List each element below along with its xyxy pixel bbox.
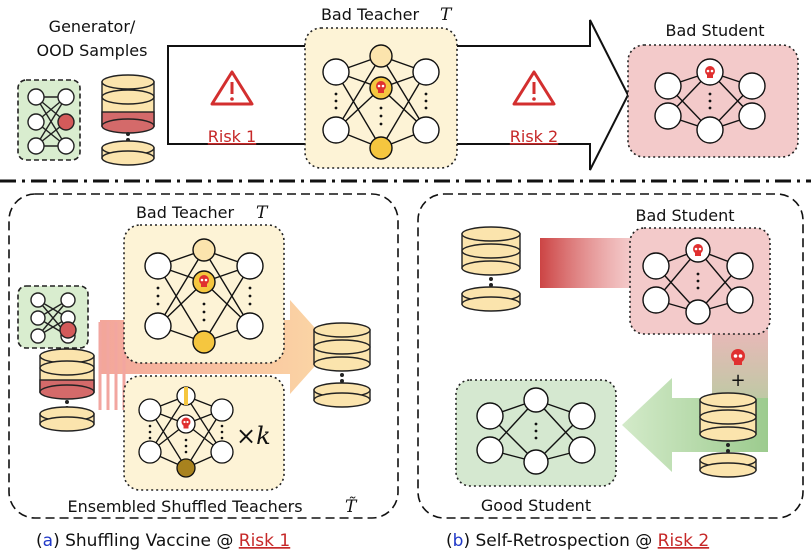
panel-a-ensemble-network — [138, 386, 234, 478]
panel-b-database-icon — [461, 226, 521, 312]
top-risk2-label[interactable]: Risk 2 — [510, 127, 558, 146]
skull-icon-panel-a-teacher — [199, 275, 209, 287]
panel-b-plus: + — [730, 370, 745, 391]
skull-icon-top-teacher — [376, 81, 386, 93]
top-bad-teacher-label: Bad Teacher — [321, 5, 420, 24]
panel-a-times-k: ×k — [236, 422, 271, 450]
panel-a-output-database-icon — [313, 322, 371, 408]
panel-b-right-database-icon — [699, 392, 757, 478]
panel-a-ensembled-label: Ensembled Shuffled Teachers — [67, 497, 302, 516]
caption-b-letter: b — [453, 531, 464, 551]
caption-b: (b) Self-Retrospection @ Risk 2 — [446, 531, 709, 551]
warning-icon-2 — [512, 70, 556, 106]
top-teacher-network — [322, 44, 440, 160]
skull-icon-panel-b-student — [693, 244, 703, 256]
panel-a-ensembled-symbol: T̃ — [345, 497, 358, 517]
skull-icon-panel-b-plus — [731, 349, 745, 365]
caption-b-risk: Risk 2 — [658, 531, 709, 551]
caption-a-risk: Risk 1 — [239, 531, 290, 551]
panel-b-red-bar — [540, 238, 632, 288]
panel-a-teacher-network — [144, 238, 264, 354]
generator-label-line1: Generator/ — [49, 17, 136, 36]
top-risk1-label[interactable]: Risk 1 — [208, 127, 256, 146]
panel-a-database-icon — [39, 348, 95, 432]
panel-b-frame — [417, 193, 804, 519]
panel-b-good-student-network — [476, 387, 596, 475]
caption-a-letter: a — [43, 531, 53, 551]
top-bad-student-label: Bad Student — [665, 21, 764, 40]
skull-icon-panel-a-ensemble — [181, 417, 191, 429]
generator-label-line2: OOD Samples — [37, 41, 148, 60]
top-student-network — [654, 58, 766, 144]
panel-a-frame — [8, 193, 399, 519]
panel-a-generator-network — [30, 292, 77, 344]
caption-b-text: Self-Retrospection @ — [475, 531, 652, 551]
top-generator-network — [27, 88, 75, 155]
warning-icon-1 — [210, 70, 254, 106]
top-database-icon — [101, 74, 155, 166]
panel-b-good-student-label: Good Student — [481, 496, 591, 515]
skull-icon-top-student — [705, 66, 715, 78]
top-teacher-symbol: T — [440, 5, 453, 25]
caption-a: (a) Shuffling Vaccine @ Risk 1 — [36, 531, 290, 551]
panel-b-bad-student-network — [642, 237, 754, 325]
panel-a-bad-teacher-label: Bad Teacher — [136, 203, 235, 222]
panel-b-bad-student-label: Bad Student — [635, 206, 734, 225]
caption-a-text: Shuffling Vaccine @ — [65, 531, 233, 551]
panel-a-teacher-symbol: T — [256, 203, 269, 223]
